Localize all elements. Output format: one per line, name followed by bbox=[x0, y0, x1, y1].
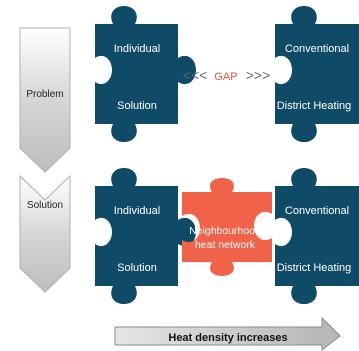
bridge-label-line2: heat network bbox=[195, 239, 256, 251]
individual-label-bottom: Individual bbox=[114, 205, 160, 217]
solution-label-bottom: Solution bbox=[117, 262, 157, 274]
district-heating-label-bottom: District Heating bbox=[277, 262, 352, 274]
solution-label: Solution bbox=[27, 200, 63, 211]
gap-right-chevrons: >>> bbox=[246, 67, 271, 83]
puzzle-piece-neighbourhood-heat-network bbox=[182, 178, 272, 276]
heat-density-arrow bbox=[114, 316, 341, 351]
puzzle-piece-conventional-top bbox=[275, 6, 359, 142]
problem-label: Problem bbox=[26, 89, 63, 100]
solution-arrow-segment bbox=[19, 174, 71, 293]
heat-density-label: Heat density increases bbox=[168, 332, 287, 344]
gap-left-chevrons: <<< bbox=[183, 67, 208, 83]
conventional-label-top: Conventional bbox=[285, 43, 349, 55]
gap-label: GAP bbox=[214, 71, 237, 83]
individual-label-top: Individual bbox=[114, 43, 160, 55]
puzzle-piece-individual-top bbox=[95, 6, 196, 142]
bridge-label-line1: Neighbourhood bbox=[189, 225, 261, 237]
problem-solution-arrow bbox=[19, 27, 71, 173]
district-heating-label-top: District Heating bbox=[277, 100, 352, 112]
puzzle-piece-conventional-bottom bbox=[275, 168, 359, 304]
solution-label-top: Solution bbox=[117, 100, 157, 112]
puzzle-piece-individual-bottom bbox=[95, 168, 196, 304]
conventional-label-bottom: Conventional bbox=[285, 205, 349, 217]
